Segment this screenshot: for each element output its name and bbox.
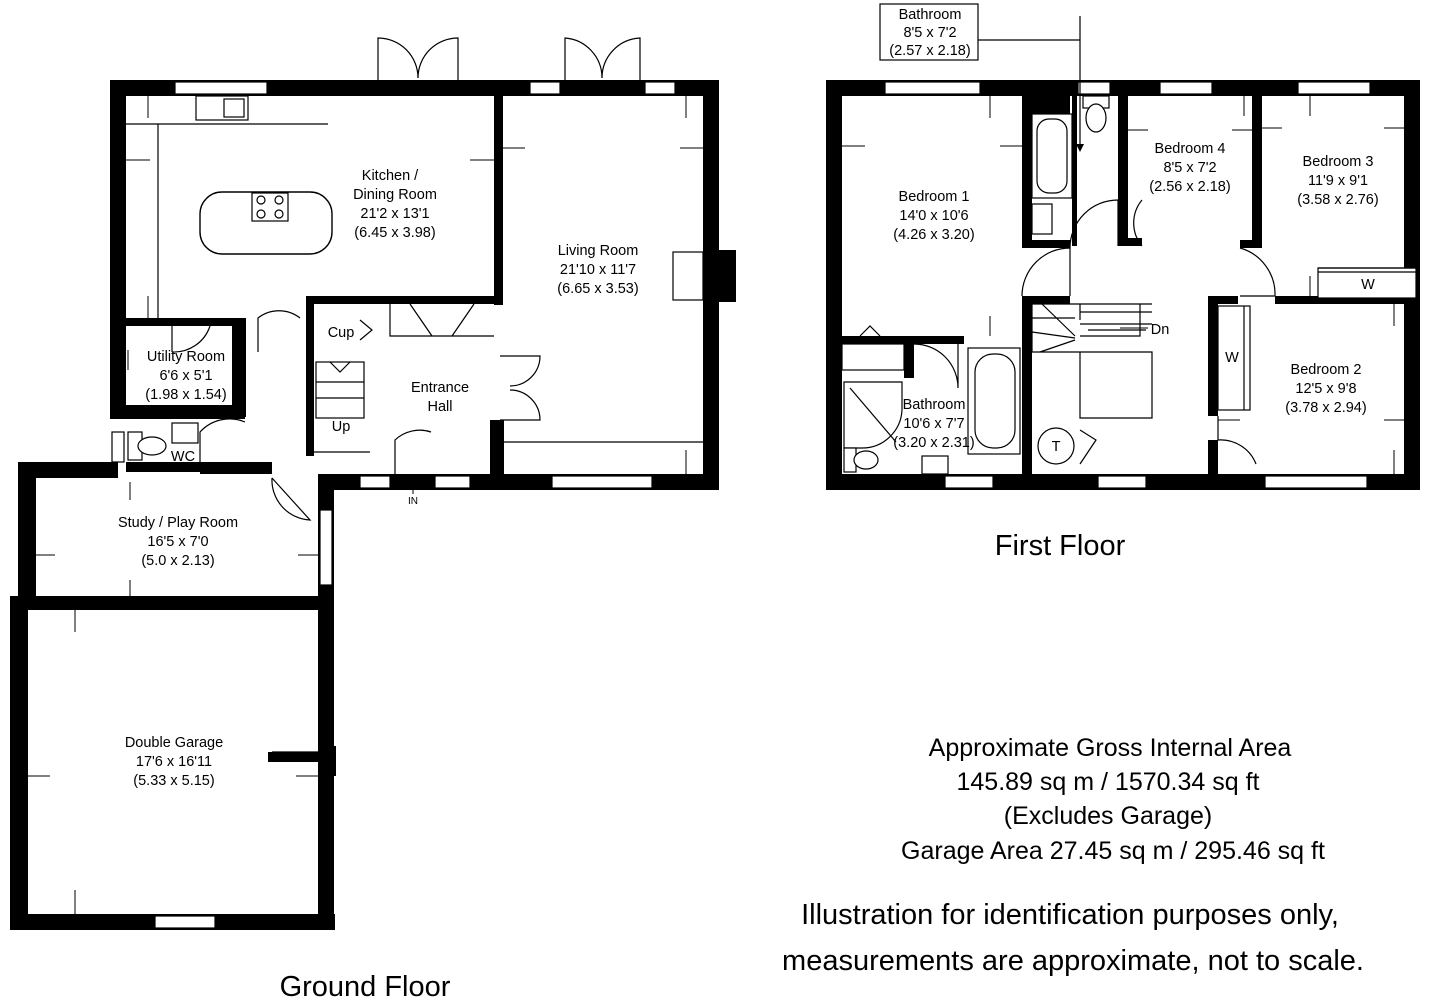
disclaimer-line-1: Illustration for identification purposes… — [801, 899, 1339, 931]
area-line-1: Approximate Gross Internal Area — [929, 734, 1292, 762]
room-metric: (2.57 x 2.18) — [889, 43, 970, 59]
tank-label: T — [1052, 439, 1061, 455]
bedroom-1: Bedroom 1 14'0 x 10'6 (4.26 x 3.20) — [893, 189, 974, 243]
room-metric: (5.33 x 5.15) — [133, 773, 214, 789]
room-metric: (5.0 x 2.13) — [141, 553, 214, 569]
ground-floor-windows — [111, 81, 704, 929]
first-floor-title: First Floor — [995, 530, 1126, 562]
disclaimer-line-2: measurements are approximate, not to sca… — [782, 945, 1364, 977]
bedroom-4: Bedroom 4 8'5 x 7'2 (2.56 x 2.18) — [1149, 141, 1230, 195]
room-metric: (6.65 x 3.53) — [557, 281, 638, 297]
room-name: Study / Play Room — [118, 515, 238, 531]
room-name: Bedroom 3 — [1303, 154, 1374, 170]
room-name: Kitchen / — [362, 168, 419, 184]
living-room: Living Room 21'10 x 11'7 (6.65 x 3.53) — [557, 243, 638, 297]
room-metric: (6.45 x 3.98) — [354, 225, 435, 241]
ground-floor-fixtures — [126, 95, 703, 461]
utility-room: Utility Room 6'6 x 5'1 (1.98 x 1.54) — [145, 349, 226, 403]
first-floor-doors — [859, 16, 1276, 465]
disclaimer: Illustration for identification purposes… — [782, 899, 1364, 977]
wardrobe-label-2: W — [1225, 350, 1239, 366]
first-floor-fixtures — [841, 95, 1417, 475]
room-imperial: 6'6 x 5'1 — [159, 368, 212, 384]
room-metric: (4.26 x 3.20) — [893, 227, 974, 243]
room-imperial: 10'6 x 7'7 — [903, 416, 964, 432]
bedroom-2: Bedroom 2 12'5 x 9'8 (3.78 x 2.94) — [1285, 362, 1366, 416]
room-imperial: 17'6 x 16'11 — [136, 754, 212, 770]
room-imperial: 14'0 x 10'6 — [899, 208, 968, 224]
room-metric: (2.56 x 2.18) — [1149, 179, 1230, 195]
room-metric: (3.78 x 2.94) — [1285, 400, 1366, 416]
first-floor-dimension-arrows — [842, 96, 1404, 474]
room-imperial: 12'5 x 9'8 — [1295, 381, 1356, 397]
ground-floor-plan: Kitchen / Dining Room 21'2 x 13'1 (6.45 … — [10, 37, 736, 1000]
room-imperial: 8'5 x 7'2 — [903, 25, 956, 41]
bathroom-callout: Bathroom 8'5 x 7'2 (2.57 x 2.18) — [879, 3, 979, 61]
kitchen-dining-room: Kitchen / Dining Room 21'2 x 13'1 (6.45 … — [353, 168, 437, 241]
ground-floor-dimension-arrows — [28, 96, 703, 914]
room-imperial: 21'10 x 11'7 — [560, 262, 636, 278]
room-name: Hall — [428, 399, 453, 415]
room-name: Double Garage — [125, 735, 223, 751]
room-name: Bedroom 1 — [899, 189, 970, 205]
room-name: Bedroom 4 — [1155, 141, 1226, 157]
first-floor-plan: Bedroom 1 14'0 x 10'6 (4.26 x 3.20) Bedr… — [826, 3, 1420, 562]
room-name: Bedroom 2 — [1291, 362, 1362, 378]
room-metric: (1.98 x 1.54) — [145, 387, 226, 403]
room-imperial: 8'5 x 7'2 — [1163, 160, 1216, 176]
entrance-hall: Entrance Hall — [411, 380, 469, 415]
ground-floor-doors — [171, 37, 641, 776]
area-line-2: 145.89 sq m / 1570.34 sq ft — [957, 768, 1260, 796]
cupboard-label: Cup — [328, 325, 355, 341]
wardrobe-label: W — [1361, 277, 1375, 293]
first-floor-windows — [884, 81, 1371, 489]
room-imperial: 16'5 x 7'0 — [147, 534, 208, 550]
area-line-4: Garage Area 27.45 sq m / 295.46 sq ft — [901, 837, 1325, 865]
room-imperial: 21'2 x 13'1 — [360, 206, 429, 222]
room-name: Bathroom — [903, 397, 966, 413]
double-garage: Double Garage 17'6 x 16'11 (5.33 x 5.15) — [125, 735, 223, 789]
area-line-3: (Excludes Garage) — [1004, 802, 1212, 830]
room-name: Bathroom — [899, 7, 962, 23]
bathroom-main: Bathroom 10'6 x 7'7 (3.20 x 2.31) — [893, 397, 974, 451]
stairs-up-label: Up — [332, 419, 351, 435]
area-summary: Approximate Gross Internal Area 145.89 s… — [901, 734, 1325, 865]
room-name: Utility Room — [147, 349, 225, 365]
room-imperial: 11'9 x 9'1 — [1308, 173, 1368, 189]
room-name: Living Room — [558, 243, 639, 259]
room-name: Entrance — [411, 380, 469, 396]
room-metric: (3.58 x 2.76) — [1297, 192, 1378, 208]
bedroom-3: Bedroom 3 11'9 x 9'1 (3.58 x 2.76) — [1297, 154, 1378, 208]
entrance-in-label: IN — [408, 496, 418, 507]
room-metric: (3.20 x 2.31) — [893, 435, 974, 451]
wc-label: WC — [171, 449, 195, 465]
study-play-room: Study / Play Room 16'5 x 7'0 (5.0 x 2.13… — [118, 515, 238, 569]
stairs-down-label: Dn — [1151, 322, 1170, 338]
room-name: Dining Room — [353, 187, 437, 203]
ground-floor-title: Ground Floor — [280, 971, 451, 1000]
